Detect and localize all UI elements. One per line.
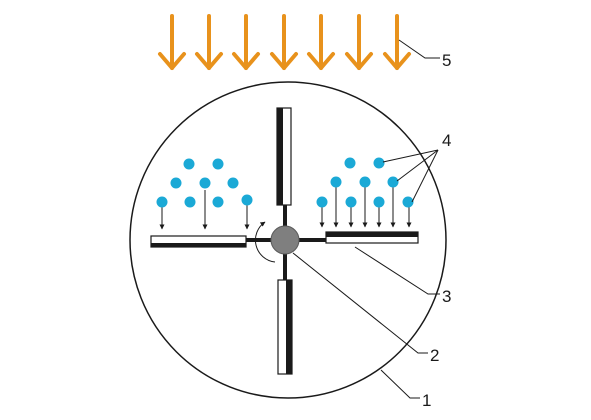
circle-icon xyxy=(330,176,342,188)
circle-icon xyxy=(241,194,253,206)
down-arrow-icon xyxy=(232,14,260,70)
rotor-arms xyxy=(246,205,326,280)
circle-icon xyxy=(359,176,371,188)
vane-bottom xyxy=(277,279,293,375)
vane-right xyxy=(325,231,419,244)
down-arrow-icon xyxy=(345,14,373,70)
circle-icon xyxy=(199,177,211,189)
hub-circle xyxy=(270,225,300,255)
label-hub: 2 xyxy=(430,346,439,365)
circle-icon xyxy=(184,196,196,208)
circle-icon xyxy=(387,176,399,188)
leader-1 xyxy=(380,369,420,399)
circle-icon xyxy=(170,177,182,189)
leader-4 xyxy=(382,149,439,163)
circle-icon xyxy=(156,196,168,208)
down-arrow-icon xyxy=(307,14,335,70)
circle-icon xyxy=(183,158,195,170)
down-arrow-icon xyxy=(158,14,186,70)
down-arrow-icon xyxy=(383,14,411,70)
leader-4c xyxy=(411,149,439,203)
circle-icon xyxy=(212,196,224,208)
circle-icon xyxy=(345,196,357,208)
circle-icon xyxy=(212,158,224,170)
down-arrow-icon xyxy=(270,14,298,70)
leader-2 xyxy=(292,252,428,354)
particle-drop-lines xyxy=(159,186,412,230)
vane-top xyxy=(276,107,292,206)
curved-arrow-icon xyxy=(255,221,276,263)
circle-icon xyxy=(227,177,239,189)
particles xyxy=(156,157,414,208)
circle-icon xyxy=(373,196,385,208)
leader-4b xyxy=(396,149,439,182)
leader-3 xyxy=(354,246,440,295)
leader-lines xyxy=(292,39,440,399)
vane-left xyxy=(150,235,247,248)
circle-icon xyxy=(316,196,328,208)
circle-icon xyxy=(402,196,414,208)
label-housing: 1 xyxy=(422,391,431,410)
circle-icon xyxy=(373,157,385,169)
incoming-flow-arrows xyxy=(158,14,411,70)
down-arrow-icon xyxy=(195,14,223,70)
circle-icon xyxy=(344,157,356,169)
leader-5 xyxy=(398,39,440,59)
label-particles: 4 xyxy=(442,131,451,150)
label-incoming-flow: 5 xyxy=(442,51,451,70)
housing-circle xyxy=(129,81,447,399)
label-vane: 3 xyxy=(442,287,451,306)
